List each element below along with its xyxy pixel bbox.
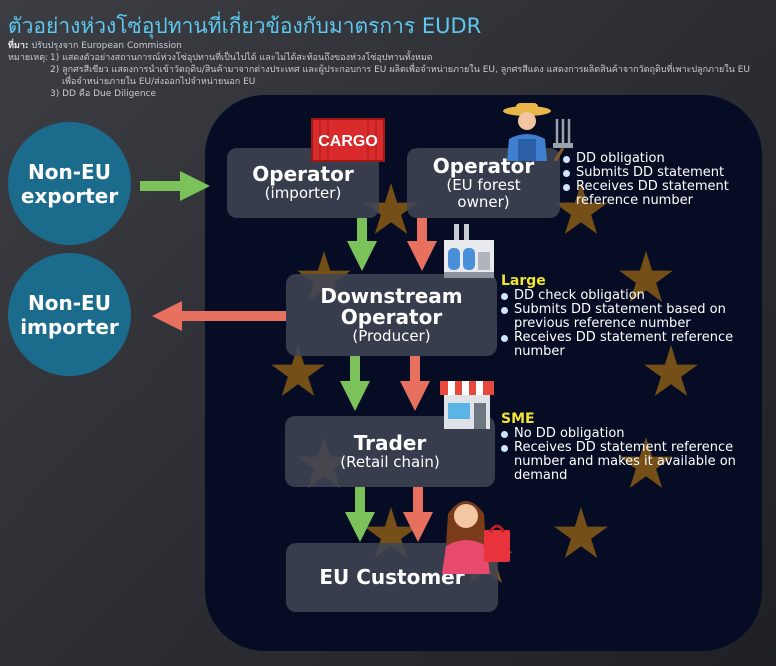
non-eu-exporter-line2: exporter xyxy=(20,183,119,208)
shop-icon xyxy=(440,381,494,429)
note-2-cont: เพื่อจำหน่ายภายใน EU/ส่งออกไปจำหน่ายนอก … xyxy=(62,77,256,87)
source-text: ปรับปรุงจาก European Commission xyxy=(31,41,182,51)
trader-title: Trader xyxy=(353,430,427,455)
sme-bullet-2: Receives DD statement reference xyxy=(501,441,766,455)
factory-icon xyxy=(444,224,494,278)
large-bullet-2-cont: previous reference number xyxy=(514,316,691,331)
non-eu-importer-node: Non-EU importer xyxy=(8,253,131,376)
sme-bullet-2-cont-1: number and makes it available on xyxy=(514,454,736,469)
non-eu-exporter-line1: Non-EU xyxy=(28,159,111,184)
source-label: ที่มา: xyxy=(8,41,29,51)
notes-label: หมายเหตุ: xyxy=(8,53,49,63)
downstream-title-2: Operator xyxy=(340,304,443,329)
operator-owner-sub-2: owner) xyxy=(457,192,510,211)
non-eu-importer-line1: Non-EU xyxy=(28,290,111,315)
trader-sub: (Retail chain) xyxy=(340,452,440,471)
note-1: 1) แสดงตัวอย่างสถานการณ์ห่วงโซ่อุปทานที่… xyxy=(50,53,433,63)
non-eu-importer-line2: importer xyxy=(20,314,119,339)
large-bullet-3-cont: number xyxy=(514,344,565,359)
source-line: ที่มา: ปรับปรุงจาก European Commission xyxy=(8,40,182,52)
cargo-container-icon: CARGO xyxy=(311,118,385,162)
operator-owner-sub-1: (EU forest xyxy=(446,175,521,194)
operator-obligations: DD obligation Submits DD statement Recei… xyxy=(563,152,768,208)
operator-importer-sub: (importer) xyxy=(264,184,342,202)
page-title: ตัวอย่างห่วงโซ่อุปทานที่เกี่ยวข้องกับมาต… xyxy=(8,14,482,38)
operator-bullet-submits: Submits DD statement xyxy=(563,166,768,180)
cargo-label: CARGO xyxy=(318,133,378,150)
large-heading: Large xyxy=(501,273,546,289)
downstream-title-1: Downstream xyxy=(320,283,463,308)
operator-bullet-dd-obligation: DD obligation xyxy=(563,152,768,166)
downstream-operator-node: Downstream Operator (Producer) xyxy=(286,274,497,356)
farmer-icon xyxy=(503,103,573,161)
note-3: 3) DD คือ Due Diligence xyxy=(50,89,157,99)
sme-bullet-1: No DD obligation xyxy=(501,427,766,441)
operator-importer-title: Operator xyxy=(252,162,354,186)
operator-owner-node: Operator (EU forest owner) xyxy=(407,148,560,218)
eu-customer-title: EU Customer xyxy=(319,565,465,589)
sme-heading: SME xyxy=(501,411,535,427)
sme-obligations: SME No DD obligation Receives DD stateme… xyxy=(501,412,766,483)
large-bullet-1: DD check obligation xyxy=(501,289,766,303)
non-eu-exporter-node: Non-EU exporter xyxy=(8,122,131,245)
operator-bullet-receives-cont: reference number xyxy=(576,193,693,208)
downstream-sub: (Producer) xyxy=(352,326,431,345)
large-bullet-2: Submits DD statement based on xyxy=(501,303,766,317)
large-obligations: Large DD check obligation Submits DD sta… xyxy=(501,274,766,359)
shopper-woman-icon xyxy=(442,501,510,574)
note-2: 2) ลูกศรสีเขียว แสดงการนำเข้าวัตถุดิบ/สิ… xyxy=(50,65,750,75)
sme-bullet-2-cont-2: demand xyxy=(514,468,568,483)
large-bullet-3: Receives DD statement reference xyxy=(501,331,766,345)
operator-bullet-receives: Receives DD statement xyxy=(563,180,768,194)
